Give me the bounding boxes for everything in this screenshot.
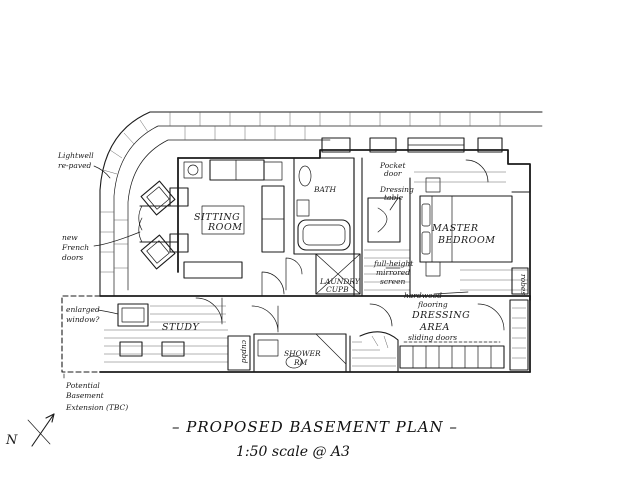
potential-extension-outline [61, 295, 101, 373]
room-shower-line1: SHOWER [284, 349, 321, 358]
room-sitting-line1: SITTING [194, 212, 240, 223]
plan-title: – PROPOSED BASEMENT PLAN – [172, 418, 458, 436]
room-bath: BATH [313, 185, 337, 194]
note-full-height-3: screen [380, 277, 406, 286]
note-full-height-2: mirrored [376, 268, 410, 277]
note-robes: robes [519, 274, 528, 295]
external-walls [99, 137, 531, 373]
note-dressing-table-2: table [384, 193, 404, 202]
note-full-height-1: full-height [373, 259, 414, 268]
room-study: STUDY [162, 322, 200, 333]
north-arrow: N [5, 413, 55, 448]
shower-room [251, 305, 347, 373]
note-window-2: window? [66, 315, 100, 324]
lightwell-paving [99, 111, 543, 297]
note-french-1: new [62, 233, 78, 242]
sitting-room [138, 159, 285, 297]
note-pocket-1: Pocket [379, 161, 406, 170]
corridor-dressing-table [364, 177, 411, 297]
study [104, 297, 251, 371]
note-lightwell-2: re-paved [58, 161, 92, 170]
room-laundry-line1: LAUNDRY [319, 277, 361, 286]
dressing-area [399, 299, 529, 371]
annotation-leaders [63, 165, 469, 379]
note-extension-3: Extension (TBC) [65, 403, 128, 412]
laundry-cupboard [285, 253, 361, 295]
staircase [349, 303, 399, 373]
room-master-line2: BEDROOM [437, 235, 496, 246]
title-block: – PROPOSED BASEMENT PLAN – 1:50 scale @ … [172, 418, 458, 460]
annotation-labels: Lightwell re-paved new French doors enla… [57, 151, 528, 412]
note-hardwood-1: hardwood [404, 291, 442, 300]
bathroom [293, 157, 363, 297]
note-extension-2: Basement [65, 391, 105, 400]
note-french-3: doors [62, 253, 83, 262]
note-window-1: enlarged [66, 305, 100, 314]
room-master-line1: MASTER [431, 223, 479, 234]
north-label: N [5, 433, 18, 448]
note-extension-1: Potential [65, 381, 100, 390]
note-hardwood-2: flooring [417, 300, 448, 309]
room-dressing-line2: AREA [419, 322, 450, 333]
note-sliding-doors: sliding doors [408, 333, 457, 342]
room-shower-line2: RM [293, 358, 308, 367]
note-dressing-table-1: Dressing [379, 185, 414, 194]
note-lightwell-1: Lightwell [57, 151, 94, 160]
room-labels: SITTING ROOM BATH MASTER BEDROOM STUDY D… [162, 185, 496, 367]
room-dressing-line1: DRESSING [411, 310, 470, 321]
note-cupbd: cupbd [240, 340, 249, 364]
plan-scale: 1:50 scale @ A3 [236, 444, 350, 460]
note-french-2: French [61, 243, 89, 252]
room-laundry-line2: CUPB [326, 285, 349, 294]
room-sitting-line2: ROOM [207, 222, 242, 233]
master-bedroom [414, 159, 529, 295]
note-pocket-2: door [384, 169, 402, 178]
